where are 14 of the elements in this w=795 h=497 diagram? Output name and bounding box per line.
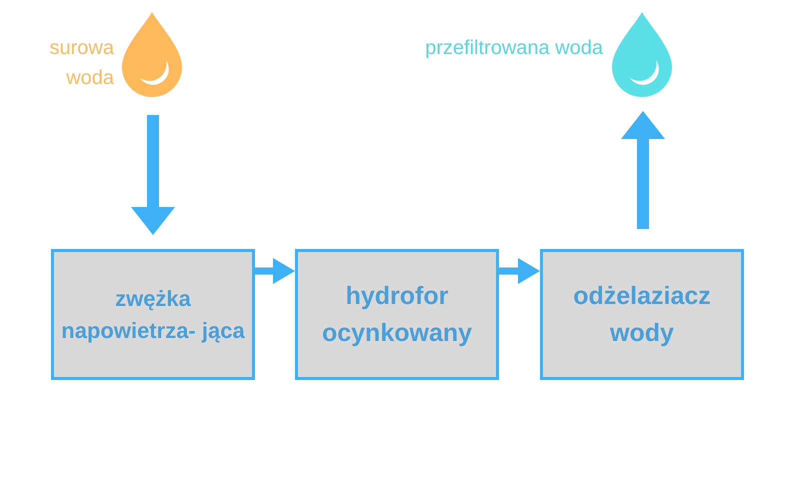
process-box <box>51 249 255 380</box>
process-box <box>295 249 499 380</box>
arrow <box>131 115 175 235</box>
arrow <box>499 258 540 284</box>
arrow <box>621 111 665 229</box>
arrow <box>255 258 295 284</box>
water-label: surowa woda <box>48 36 114 91</box>
water-drop-icon <box>612 12 672 97</box>
box-label: zwężka napowietrza- jąca <box>60 284 246 345</box>
box-label: odżelaziacz wody <box>572 281 712 348</box>
box-label: hydrofor ocynkowany <box>320 281 474 348</box>
water-drop-icon <box>122 12 182 97</box>
water-label: przefiltrowana woda <box>424 36 603 61</box>
process-box <box>540 249 744 380</box>
